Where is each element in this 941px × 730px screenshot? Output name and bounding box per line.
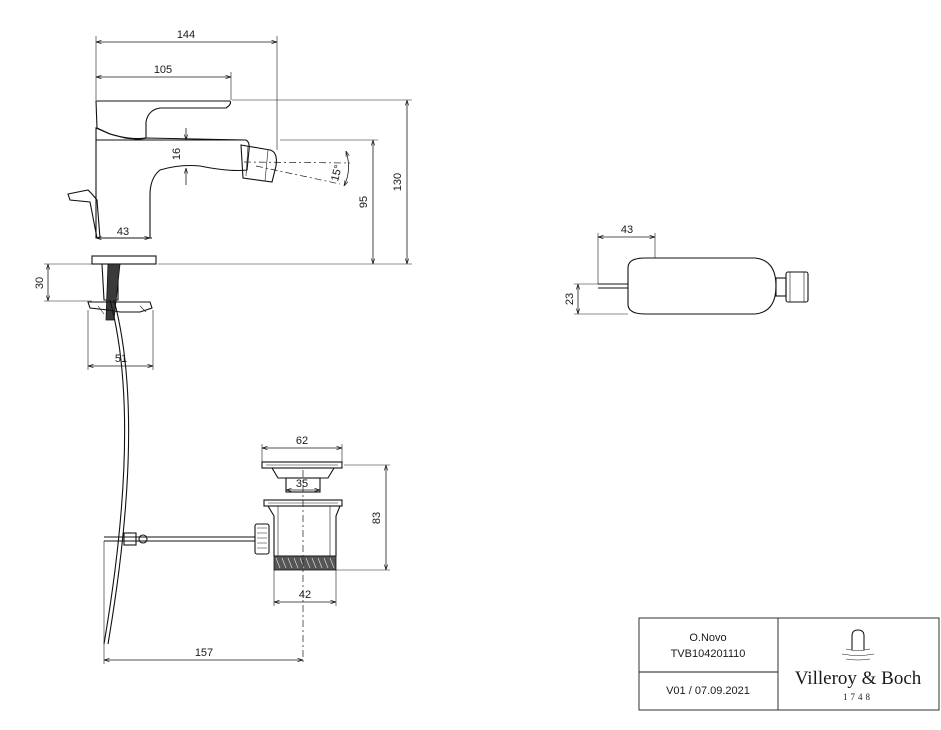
dim-label-144: 144 (177, 29, 195, 41)
dimension-62: 62 (261, 435, 343, 462)
dim-label-35: 35 (296, 478, 308, 490)
brand-year: 1748 (843, 692, 873, 702)
dim-label-30: 30 (34, 277, 46, 289)
dimension-23: 23 (564, 283, 628, 315)
title-block: O.Novo TVB104201110 V01 / 07.09.2021 Vil… (638, 617, 940, 711)
dimension-105: 105 (96, 64, 232, 100)
dimension-144: 144 (95, 29, 278, 150)
dimension-130: 130 (232, 99, 412, 264)
dim-label-130: 130 (392, 173, 404, 191)
dim-label-51: 51 (115, 353, 127, 365)
faucet-side-view (67, 100, 351, 645)
dimension-42: 42 (273, 570, 337, 606)
dim-label-83: 83 (371, 512, 383, 524)
dimension-35: 35 (286, 478, 320, 490)
dim-label-95: 95 (358, 196, 370, 208)
waste-assembly (104, 461, 343, 664)
dimension-83: 83 (336, 464, 390, 571)
dim-label-23: 23 (564, 293, 576, 305)
article-number: TVB104201110 (671, 648, 746, 660)
brand-name: Villeroy & Boch (795, 668, 922, 689)
dimension-43-base: 43 (96, 226, 150, 238)
dim-label-42: 42 (299, 589, 311, 601)
dim-label-angle: 15° (329, 164, 345, 183)
dimension-16: 16 (171, 128, 186, 185)
brand-logo: Villeroy & Boch 1748 (795, 629, 922, 702)
faucet-top-view (598, 257, 809, 315)
dim-label-62: 62 (296, 435, 308, 447)
dimension-30: 30 (34, 263, 92, 302)
dim-label-105: 105 (154, 64, 172, 76)
product-name: O.Novo (689, 632, 726, 644)
dim-label-16: 16 (171, 148, 183, 160)
dim-label-43-base: 43 (117, 226, 129, 238)
dimension-157: 157 (103, 541, 303, 664)
dim-label-157: 157 (195, 647, 213, 659)
dimension-51: 51 (87, 310, 154, 370)
dimension-43-top: 43 (597, 224, 656, 284)
version-date: V01 / 07.09.2021 (666, 685, 750, 697)
dimension-angle: 15° (329, 151, 348, 186)
dim-label-43-top: 43 (621, 224, 633, 236)
dimension-95: 95 (158, 139, 412, 265)
